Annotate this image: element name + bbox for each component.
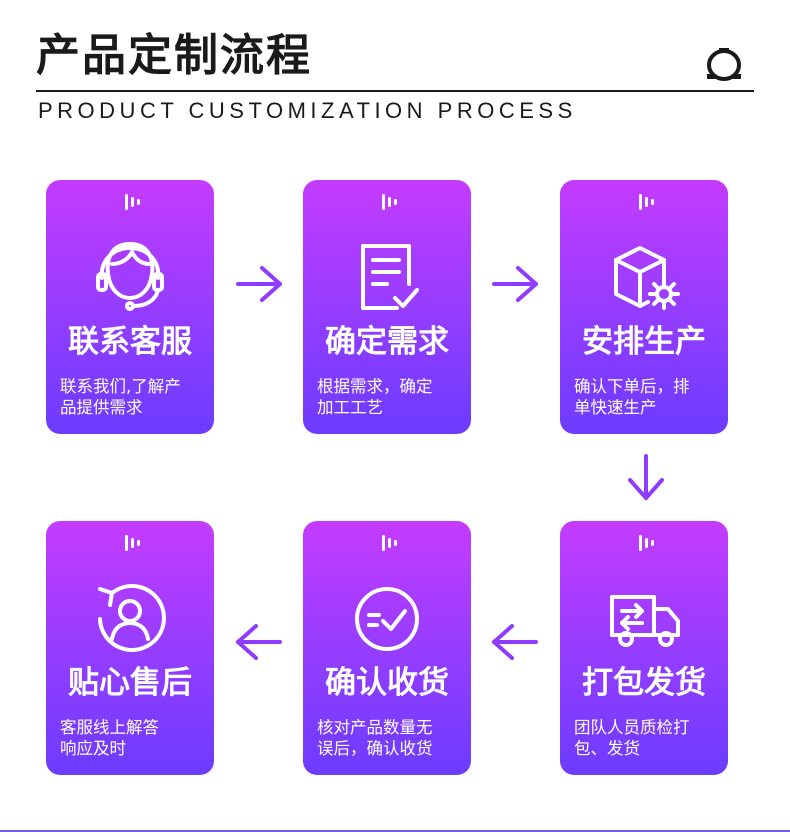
arrow-left-icon [492,624,538,660]
step-title: 确认收货 [325,665,449,701]
step-title: 安排生产 [582,324,706,360]
title-divider [36,90,754,92]
audio-bars-icon [639,194,654,210]
audio-bars-icon [382,535,397,551]
step-description: 团队人员质检打 包、发货 [574,718,690,758]
arrow-right-icon [492,266,538,302]
audio-bars-icon [639,535,654,551]
step-description: 联系我们,了解产 品提供需求 [60,377,181,417]
audio-bars-icon [382,194,397,210]
check-circle-icon [355,587,419,651]
step-title: 贴心售后 [68,665,192,701]
step-card-after-sales: 贴心售后 客服线上解答 响应及时 [46,521,214,775]
box-gear-icon [614,246,680,310]
delivery-truck-icon [610,595,680,647]
arrow-left-icon [236,624,282,660]
step-card-receipt: 确认收货 核对产品数量无 误后，确认收货 [303,521,471,775]
step-title: 联系客服 [68,324,192,360]
arrow-right-icon [236,266,282,302]
step-card-production: 安排生产 确认下单后，排 单快速生产 [560,180,728,434]
step-description: 根据需求，确定 加工工艺 [317,377,433,417]
step-title: 打包发货 [582,665,706,701]
step-description: 确认下单后，排 单快速生产 [574,377,690,417]
step-title: 确定需求 [325,324,449,360]
bottom-divider [0,830,790,832]
step-description: 客服线上解答 响应及时 [60,718,159,758]
page-subtitle: PRODUCT CUSTOMIZATION PROCESS [38,98,577,123]
audio-bars-icon [125,194,140,210]
document-checklist-icon [361,244,419,310]
page-title: 产品定制流程 [36,30,312,81]
step-description: 核对产品数量无 误后，确认收货 [317,718,433,758]
arrow-down-icon [628,454,664,500]
step-card-contact: 联系客服 联系我们,了解产 品提供需求 [46,180,214,434]
circle-ring-icon [707,48,741,81]
step-card-shipping: 打包发货 团队人员质检打 包、发货 [560,521,728,775]
audio-bars-icon [125,535,140,551]
step-card-requirements: 确定需求 根据需求，确定 加工工艺 [303,180,471,434]
customer-service-headset-icon [96,242,164,311]
user-refresh-icon [98,584,166,652]
